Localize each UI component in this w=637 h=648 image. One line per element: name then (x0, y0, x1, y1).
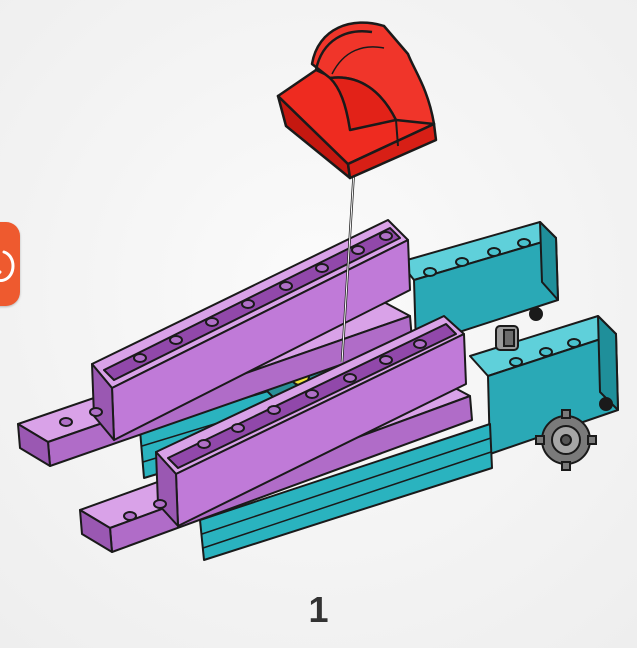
gear-small-icon (496, 326, 518, 350)
step-number: 1 (0, 592, 637, 628)
red-curved-brick (278, 23, 436, 178)
